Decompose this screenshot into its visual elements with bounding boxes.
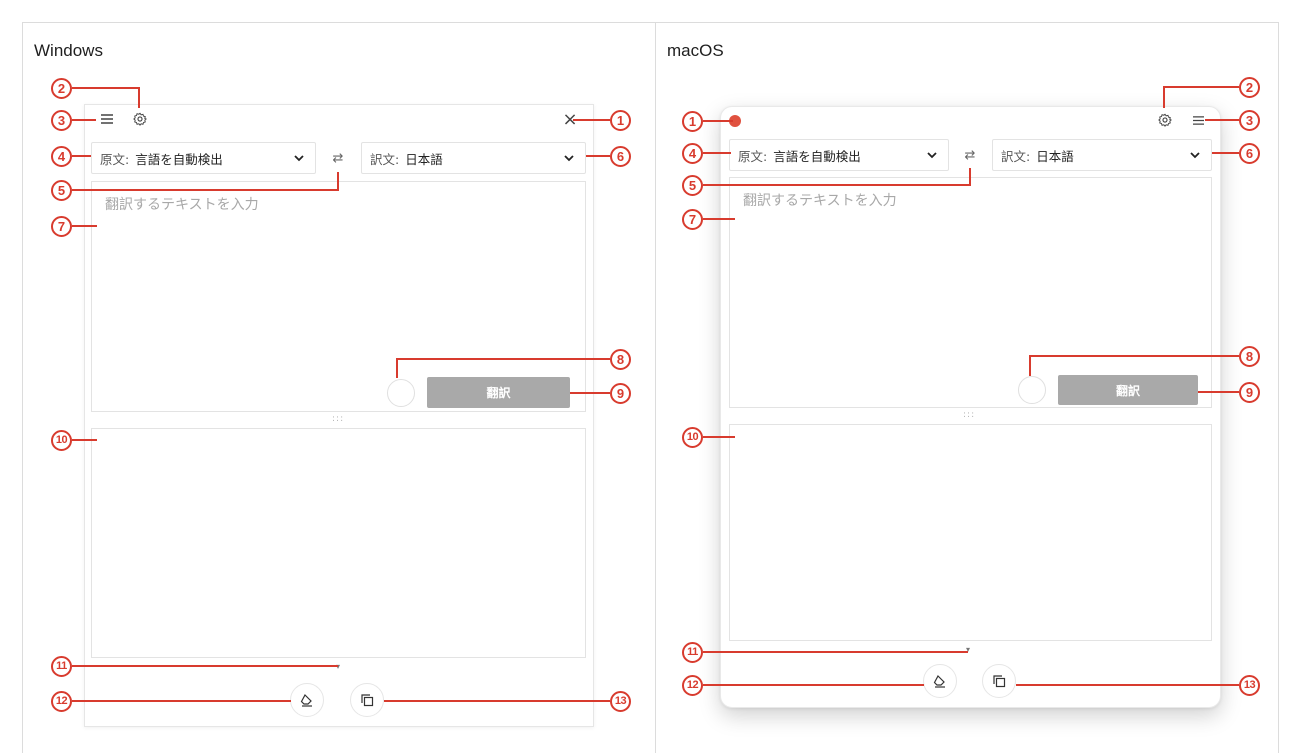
callout-4: 4 <box>682 143 703 164</box>
callout-10: 10 <box>682 427 703 448</box>
target-language-prefix: 訳文: <box>370 151 400 167</box>
callout-8: 8 <box>1239 346 1260 367</box>
chevron-down-icon <box>564 155 574 162</box>
callout-3: 3 <box>1239 110 1260 131</box>
translate-button[interactable]: 翻訳 <box>1058 375 1198 405</box>
callout-6: 6 <box>610 146 631 167</box>
chevron-down-icon <box>294 155 304 162</box>
translation-output <box>729 424 1212 641</box>
target-language-prefix: 訳文: <box>1001 148 1031 164</box>
loading-spinner <box>387 379 415 407</box>
callout-11: 11 <box>682 642 703 663</box>
callout-3: 3 <box>51 110 72 131</box>
copy-icon[interactable] <box>350 683 384 717</box>
translation-output <box>91 428 586 658</box>
target-language-select[interactable]: 訳文: 日本語 <box>992 139 1212 171</box>
chevron-down-icon[interactable]: ▾ <box>966 645 971 654</box>
translate-button[interactable]: 翻訳 <box>427 377 570 408</box>
gear-icon[interactable] <box>131 110 149 128</box>
loading-spinner <box>1018 376 1046 404</box>
gear-icon[interactable] <box>1156 111 1174 129</box>
source-language-select[interactable]: 原文: 言語を自動検出 <box>91 142 316 174</box>
macos-panel <box>655 22 1279 753</box>
swap-icon[interactable]: ⇄ <box>332 150 344 166</box>
grip-icon[interactable]: ::: <box>332 414 345 424</box>
source-language-value: 言語を自動検出 <box>135 151 223 167</box>
callout-10: 10 <box>51 430 72 451</box>
chevron-down-icon <box>927 152 937 159</box>
callout-7: 7 <box>51 216 72 237</box>
chevron-down-icon[interactable]: ▾ <box>336 662 341 671</box>
close-icon[interactable] <box>729 115 741 127</box>
callout-11: 11 <box>51 656 72 677</box>
source-language-value: 言語を自動検出 <box>773 148 861 164</box>
windows-label: Windows <box>34 41 103 60</box>
callout-2: 2 <box>1239 77 1260 98</box>
callout-6: 6 <box>1239 143 1260 164</box>
callout-8: 8 <box>610 349 631 370</box>
callout-13: 13 <box>610 691 631 712</box>
callout-12: 12 <box>51 691 72 712</box>
source-language-prefix: 原文: <box>738 148 768 164</box>
eraser-icon[interactable] <box>290 683 324 717</box>
close-icon[interactable]: × <box>562 108 578 130</box>
callout-7: 7 <box>682 209 703 230</box>
source-text-input[interactable]: 翻訳するテキストを入力 <box>729 177 1212 408</box>
target-language-value: 日本語 <box>1036 148 1074 164</box>
copy-icon[interactable] <box>982 664 1016 698</box>
callout-9: 9 <box>610 383 631 404</box>
source-text-placeholder: 翻訳するテキストを入力 <box>743 193 897 209</box>
callout-2: 2 <box>51 78 72 99</box>
target-language-select[interactable]: 訳文: 日本語 <box>361 142 586 174</box>
source-text-placeholder: 翻訳するテキストを入力 <box>105 197 259 213</box>
chevron-down-icon <box>1190 152 1200 159</box>
source-language-prefix: 原文: <box>100 151 130 167</box>
eraser-icon[interactable] <box>923 664 957 698</box>
callout-1: 1 <box>610 110 631 131</box>
hamburger-menu-icon[interactable] <box>1189 111 1207 129</box>
callout-4: 4 <box>51 146 72 167</box>
source-language-select[interactable]: 原文: 言語を自動検出 <box>729 139 949 171</box>
grip-icon[interactable]: ::: <box>963 410 976 420</box>
callout-13: 13 <box>1239 675 1260 696</box>
callout-5: 5 <box>51 180 72 201</box>
hamburger-menu-icon[interactable] <box>98 110 116 128</box>
callout-9: 9 <box>1239 382 1260 403</box>
callout-12: 12 <box>682 675 703 696</box>
callout-5: 5 <box>682 175 703 196</box>
swap-icon[interactable]: ⇄ <box>964 147 976 163</box>
target-language-value: 日本語 <box>405 151 443 167</box>
callout-1: 1 <box>682 111 703 132</box>
macos-label: macOS <box>667 41 724 60</box>
